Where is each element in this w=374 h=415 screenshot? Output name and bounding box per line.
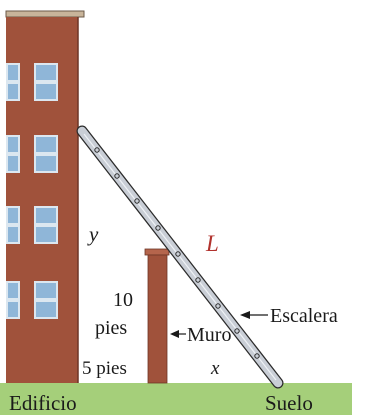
label-x: x: [210, 358, 220, 379]
label-height-value: 10: [113, 289, 133, 311]
window: [6, 206, 20, 244]
label-height-unit: pies: [95, 317, 127, 339]
ladder-rungs: [94, 147, 260, 359]
wall-body: [147, 254, 168, 384]
window: [34, 281, 58, 319]
label-y: y: [87, 222, 99, 246]
window: [6, 63, 20, 101]
wall-cap: [144, 248, 170, 256]
ladder-arrow: [240, 311, 268, 319]
wall-arrow: [170, 330, 186, 338]
window: [6, 281, 20, 319]
building-roof: [5, 10, 85, 18]
label-wall: Muro: [187, 324, 231, 346]
window: [34, 206, 58, 244]
label-L: L: [205, 231, 219, 256]
ladder: [76, 125, 284, 389]
window: [34, 63, 58, 101]
label-ground: Suelo: [265, 391, 313, 415]
label-ladder: Escalera: [270, 305, 338, 327]
label-building: Edificio: [9, 391, 77, 415]
window: [6, 135, 20, 173]
label-distance: 5 pies: [82, 358, 127, 379]
ground: [0, 383, 352, 415]
wall: [144, 248, 170, 384]
window: [34, 135, 58, 173]
building: [5, 10, 85, 383]
ladder-centerline: [83, 133, 277, 381]
